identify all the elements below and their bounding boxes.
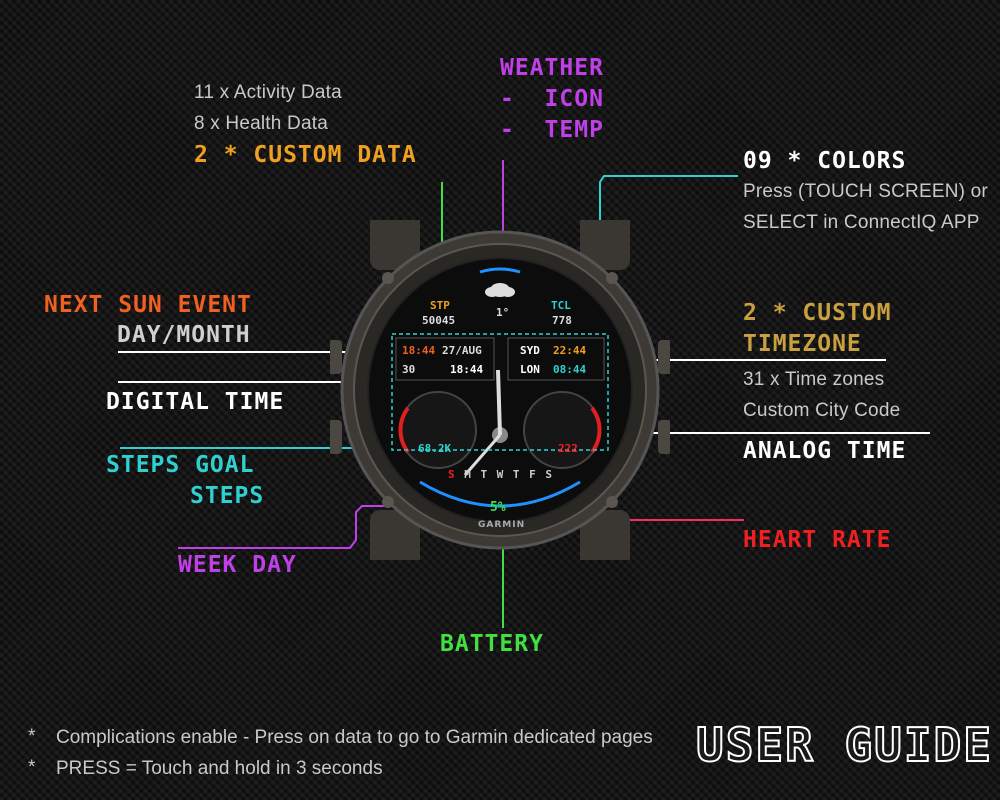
colors-title: 09 * COLORS [743,148,907,174]
user-guide-title: USER GUIDE [695,717,993,773]
analog-time-label: ANALOG TIME [743,438,907,464]
digital-time-label: DIGITAL TIME [106,389,285,415]
watch-illustration: STP 50045 TCL 778 1° 18:44 27/AUG 30 18:… [328,210,672,570]
watch-body [328,210,672,570]
tcl-label: TCL [551,299,571,312]
weather-temp-label: - TEMP [500,117,604,143]
colors-desc-1: Press (TOUCH SCREEN) or [743,181,988,202]
seconds: 30 [402,363,416,376]
custom-data-label: 2 * CUSTOM DATA [194,142,417,168]
weather-icon-label: - ICON [500,86,604,112]
weather-temp[interactable]: 1° [496,306,510,319]
weekday-f: F [529,468,536,481]
battery-value[interactable]: 5% [490,500,506,515]
tz2-time: 08:44 [553,363,587,376]
footnote-bullet-2: * [28,757,36,778]
weekday-w: W [496,468,504,481]
tcl-value[interactable]: 778 [552,314,572,327]
steps-value[interactable]: 68.2K [418,442,452,455]
day-month-label: DAY/MONTH [117,322,251,348]
top-right-lug [580,210,630,270]
stp-label: STP [430,299,450,312]
weekday-s2: S [545,468,552,481]
left-button-bottom [328,420,342,454]
health-data-label: 8 x Health Data [194,113,328,134]
week-day-label: WEEK DAY [178,552,297,578]
brand-logo: GARMIN [478,520,526,530]
heart-rate-value[interactable]: 222 [558,442,578,455]
right-button-top [658,340,672,374]
weekday-t1: T [480,468,488,481]
right-button-bottom [658,420,672,454]
timezones-desc-2: Custom City Code [743,400,901,421]
next-sun-event-label: NEXT SUN EVENT [44,292,252,318]
date: 27/AUG [442,344,482,357]
weekday-s1: S [448,468,455,481]
steps-label: STEPS [190,483,265,509]
footnote-bullet-1: * [28,726,36,747]
sun-event-time: 18:44 [402,344,436,357]
weather-title: WEATHER [500,55,604,81]
digital-time: 18:44 [450,363,484,376]
weekday-row: S M T W T F S [448,468,552,481]
activity-data-label: 11 x Activity Data [194,82,342,103]
steps-goal-label: STEPS GOAL [106,452,255,478]
footnote-1: Complications enable - Press on data to … [56,727,653,748]
custom-timezone-label-2: TIMEZONE [743,331,862,357]
tz1-city: SYD [520,344,540,357]
custom-timezone-label-1: 2 * CUSTOM [743,300,892,326]
stp-value[interactable]: 50045 [422,314,456,327]
footnote-2: PRESS = Touch and hold in 3 seconds [56,758,383,779]
tz2-city: LON [520,363,540,376]
colors-desc-2: SELECT in ConnectIQ APP [743,212,980,233]
timezones-desc-1: 31 x Time zones [743,369,885,390]
bottom-right-lug [580,510,630,570]
heart-rate-label: HEART RATE [743,527,892,553]
weekday-t2: T [512,468,520,481]
bottom-left-lug [370,510,420,570]
tz1-time: 22:44 [553,344,587,357]
left-button-top [328,340,342,374]
weekday-m: M [464,468,471,481]
top-left-lug [370,210,420,270]
battery-label: BATTERY [440,631,544,657]
